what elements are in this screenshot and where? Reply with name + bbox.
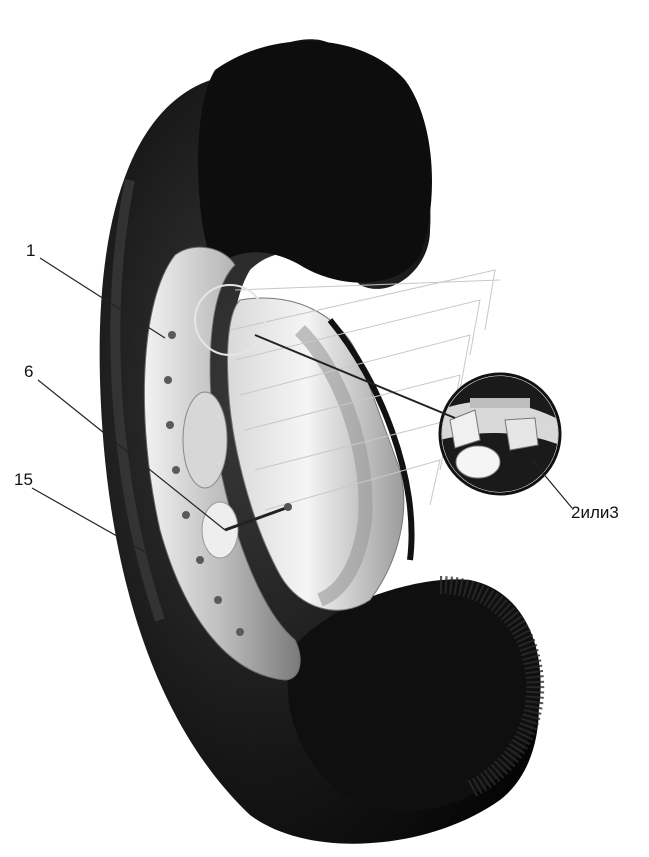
detail-origin-circle (194, 284, 266, 356)
bolt-hole (166, 421, 174, 429)
bolt-hole (164, 376, 172, 384)
leader-6 (37, 379, 226, 531)
bolt-hole (196, 556, 204, 564)
callout-label-6: 6 (24, 362, 33, 381)
bolt-hole (236, 628, 244, 636)
leader-1 (39, 257, 166, 339)
zoom-inset (438, 372, 562, 496)
hub-hole (182, 391, 228, 489)
rim-well-band (294, 325, 373, 607)
tire-sidewall-highlight (110, 178, 165, 622)
wheel-rim (143, 246, 415, 681)
tire-top-section (198, 41, 432, 283)
bolt-hole (172, 466, 180, 474)
rim-bead-seat (327, 318, 415, 561)
callout-leaders (31, 257, 573, 566)
tire (99, 39, 545, 844)
valve-stem (224, 503, 292, 532)
bolt-holes (164, 331, 244, 636)
callout-label-1: 1 (26, 241, 35, 260)
bolt-hole (168, 331, 176, 339)
hub-hole-inner (201, 501, 239, 559)
leader-15 (31, 487, 169, 566)
inset-connector-line (254, 334, 456, 419)
bolt-hole (182, 511, 190, 519)
rim-outer-flange (143, 246, 301, 681)
leader-2or3 (531, 459, 573, 509)
callout-label-15: 15 (14, 470, 33, 489)
tread-texture (439, 576, 545, 799)
callout-label-2or3: 2или3 (571, 503, 619, 522)
bolt-hole (214, 596, 222, 604)
tire-bottom-section (287, 579, 541, 812)
